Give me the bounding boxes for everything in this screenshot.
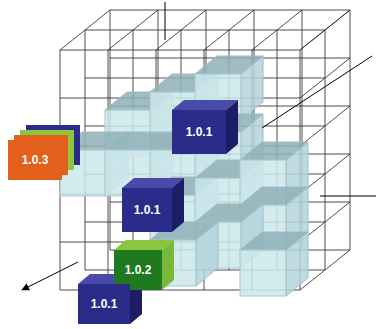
cube-side <box>226 100 238 154</box>
grid-line <box>85 30 325 31</box>
grid-line <box>350 10 351 250</box>
cube-label: 1.0.2 <box>125 263 152 277</box>
cube-side <box>196 222 218 286</box>
grid-line <box>60 50 300 51</box>
cube-side <box>172 178 184 232</box>
cube-label: 1.0.1 <box>91 297 118 311</box>
axis-line <box>165 2 166 40</box>
grid-line <box>325 30 326 270</box>
cube-label: 1.0.3 <box>22 153 49 167</box>
cube-label: 1.0.1 <box>186 125 213 139</box>
axis-line <box>320 196 376 197</box>
labeled-cube: 1.0.1 <box>172 110 226 154</box>
cube-label: 1.0.1 <box>134 203 161 217</box>
labeled-cube: 1.0.1 <box>122 188 172 232</box>
axis-arrow <box>22 262 78 290</box>
labeled-cube: 1.0.3 <box>8 140 62 180</box>
cube-side <box>241 56 263 120</box>
cube-side <box>286 232 308 296</box>
grid-line <box>110 10 350 11</box>
labeled-cube: 1.0.1 <box>78 284 130 324</box>
axis-line <box>262 56 372 128</box>
cube-side <box>162 240 174 290</box>
cube-front <box>240 250 286 296</box>
path-cube <box>240 232 308 296</box>
path-cubes <box>60 56 308 296</box>
